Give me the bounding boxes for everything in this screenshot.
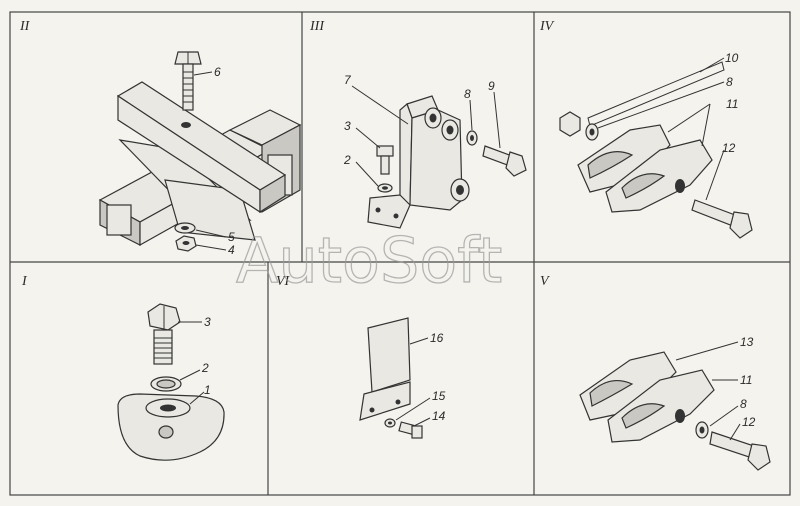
callout-4: 4 bbox=[228, 243, 235, 257]
cross-beam-opening bbox=[106, 204, 132, 236]
callout-16: 16 bbox=[430, 331, 444, 345]
panel-v-drawing bbox=[579, 341, 771, 471]
plate-16 bbox=[367, 317, 411, 393]
bolt-9-head bbox=[505, 151, 527, 177]
callout-7: 7 bbox=[344, 73, 352, 87]
rod-10 bbox=[587, 61, 725, 127]
panel-i-drawing bbox=[117, 303, 225, 461]
panel-label-v: V bbox=[540, 274, 550, 289]
callout-11-v: 11 bbox=[740, 373, 752, 387]
bracket-foot bbox=[367, 194, 411, 229]
panel-label-i: I bbox=[21, 274, 28, 289]
panel-label-ii: II bbox=[19, 19, 31, 34]
panel-iv-drawing bbox=[559, 57, 753, 239]
callout-14: 14 bbox=[432, 409, 446, 423]
callout-8b: 8 bbox=[726, 75, 733, 89]
main-beam-end bbox=[259, 173, 286, 214]
panel-ii-drawing bbox=[98, 51, 302, 252]
bolt-6-shank bbox=[182, 63, 194, 111]
panel-label-vi: VI bbox=[276, 274, 291, 289]
callout-12-v: 12 bbox=[742, 415, 756, 429]
callout-10: 10 bbox=[725, 51, 739, 65]
clamp-13-groove bbox=[589, 379, 634, 407]
callout-2: 2 bbox=[343, 153, 351, 167]
panel-vi-drawing bbox=[359, 317, 431, 439]
panel-iii-drawing bbox=[351, 85, 527, 229]
callout-6: 6 bbox=[214, 65, 221, 79]
bolt-3-shank bbox=[153, 329, 173, 365]
watermark: AutoSoft bbox=[236, 224, 502, 297]
callout-11: 11 bbox=[726, 97, 738, 111]
callout-13: 13 bbox=[740, 335, 754, 349]
panel-label-iii: III bbox=[309, 19, 325, 34]
nut-10 bbox=[559, 111, 581, 137]
callout-8: 8 bbox=[464, 87, 471, 101]
panel-grid bbox=[9, 11, 791, 496]
bolt-12-v-head bbox=[747, 443, 771, 471]
clamp-11-groove bbox=[621, 403, 666, 429]
callout-1-i: 1 bbox=[204, 383, 211, 397]
callout-8-v: 8 bbox=[740, 397, 747, 411]
clamp-groove-upper bbox=[587, 151, 634, 179]
callout-2-i: 2 bbox=[201, 361, 209, 375]
clamp-groove-lower bbox=[621, 173, 666, 199]
callout-12: 12 bbox=[722, 141, 736, 155]
bolt-12-shank bbox=[691, 199, 736, 227]
bolt-12-head bbox=[729, 211, 753, 239]
panel-label-iv: IV bbox=[539, 19, 555, 34]
callout-5: 5 bbox=[228, 230, 235, 244]
bolt-hole bbox=[181, 122, 191, 128]
bolt-3-shank bbox=[380, 155, 390, 175]
callout-9: 9 bbox=[488, 79, 495, 93]
callout-3-i: 3 bbox=[204, 315, 211, 329]
callout-3: 3 bbox=[344, 119, 351, 133]
bolt-14-head bbox=[411, 425, 423, 439]
callout-15: 15 bbox=[432, 389, 446, 403]
